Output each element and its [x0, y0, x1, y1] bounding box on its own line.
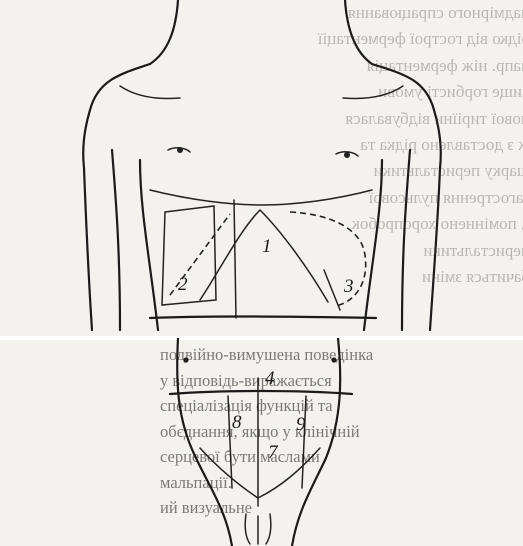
neck-right-line — [345, 0, 372, 64]
transpyloric-line — [150, 317, 376, 319]
region-label-1: 1 — [262, 236, 272, 257]
lower-abdomen-drawing: 4 7 8 9 — [0, 338, 523, 546]
left-vertical-line — [228, 396, 232, 488]
torso-left-side — [140, 160, 158, 330]
region-3-line — [324, 270, 340, 310]
right-arm-outer — [430, 168, 440, 330]
left-clavicle — [120, 86, 180, 99]
region-label-3: 3 — [343, 276, 354, 297]
region-label-2: 2 — [178, 274, 188, 295]
figure-lower-abdomen: подвійно-вимушена поведінка у відповідь-… — [0, 338, 523, 546]
left-shoulder-outline — [83, 64, 150, 168]
right-nipple — [344, 152, 350, 158]
midline-vertical — [234, 200, 236, 318]
left-dot — [183, 357, 188, 362]
lower-torso-left — [177, 338, 232, 546]
costal-margin — [150, 190, 372, 205]
figure-upper-torso: надмірного спрацювання рідко від гострої… — [0, 0, 523, 338]
right-clavicle — [343, 86, 403, 99]
right-dot — [331, 357, 336, 362]
genital-left — [245, 514, 250, 544]
neck-left-line — [150, 0, 178, 64]
left-arm-inner — [112, 150, 120, 330]
right-shoulder-outline — [372, 64, 441, 168]
left-nipple — [177, 147, 183, 153]
region-label-7: 7 — [268, 442, 279, 463]
region-3-dashed-outline — [290, 212, 366, 306]
upper-torso-drawing: 1 2 3 — [0, 0, 523, 338]
region-label-8: 8 — [232, 412, 242, 433]
right-vertical-line — [302, 396, 306, 488]
left-inguinal-line — [200, 448, 258, 498]
right-arm-inner — [402, 150, 410, 330]
region-2-outline — [162, 206, 216, 305]
intertubercular-line — [170, 391, 352, 394]
region-label-9: 9 — [296, 414, 306, 435]
lower-torso-right — [292, 338, 340, 546]
torso-right-side — [364, 160, 382, 330]
genital-right — [266, 514, 271, 544]
left-arm-outer — [84, 168, 92, 330]
region-label-4: 4 — [265, 368, 275, 389]
